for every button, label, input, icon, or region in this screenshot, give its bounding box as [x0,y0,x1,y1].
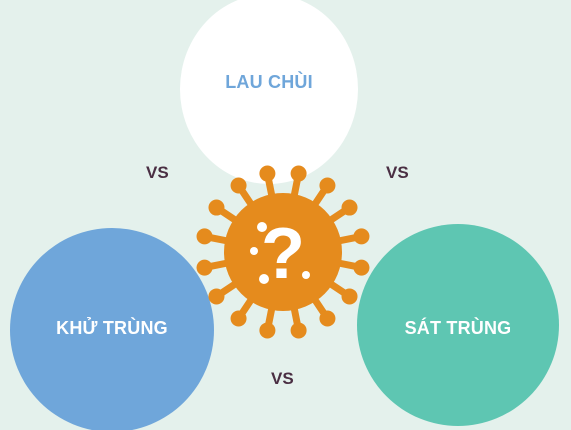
virus-spike-tip [341,199,358,216]
vs-label-left: VS [146,163,169,182]
virus-spike-tip [353,228,370,245]
circle-cleaning: LAU CHÙI [180,0,358,184]
virus-spike-tip [341,288,358,305]
circle-disinfecting: KHỬ TRÙNG [10,228,214,430]
virus-body [224,193,342,311]
question-mark: ? [261,214,305,294]
virus-spike-tip [208,288,225,305]
vs-label-right: VS [386,163,409,182]
virus-spike-tip [319,177,336,194]
virus-spike-tip [290,322,307,339]
label-khu-trung: KHỬ TRÙNG [56,318,168,338]
circle-sanitizing: SÁT TRÙNG [357,224,559,426]
virus-spike-tip [290,165,307,182]
virus-spike-tip [196,259,213,276]
virus-icon: ? [196,165,370,339]
virus-spike-tip [196,228,213,245]
virus-spike-tip [230,310,247,327]
virus-dots [250,222,310,284]
virus-spike-tip [208,199,225,216]
virus-spike-tip [230,177,247,194]
label-sat-trung: SÁT TRÙNG [404,318,512,338]
virus-spike-tip [259,322,276,339]
virus-spike-tip [259,165,276,182]
label-lau-chui: LAU CHÙI [225,72,313,92]
vs-label-bottom: VS [271,369,294,388]
virus-spike-tip [353,259,370,276]
virus-spike-tip [319,310,336,327]
